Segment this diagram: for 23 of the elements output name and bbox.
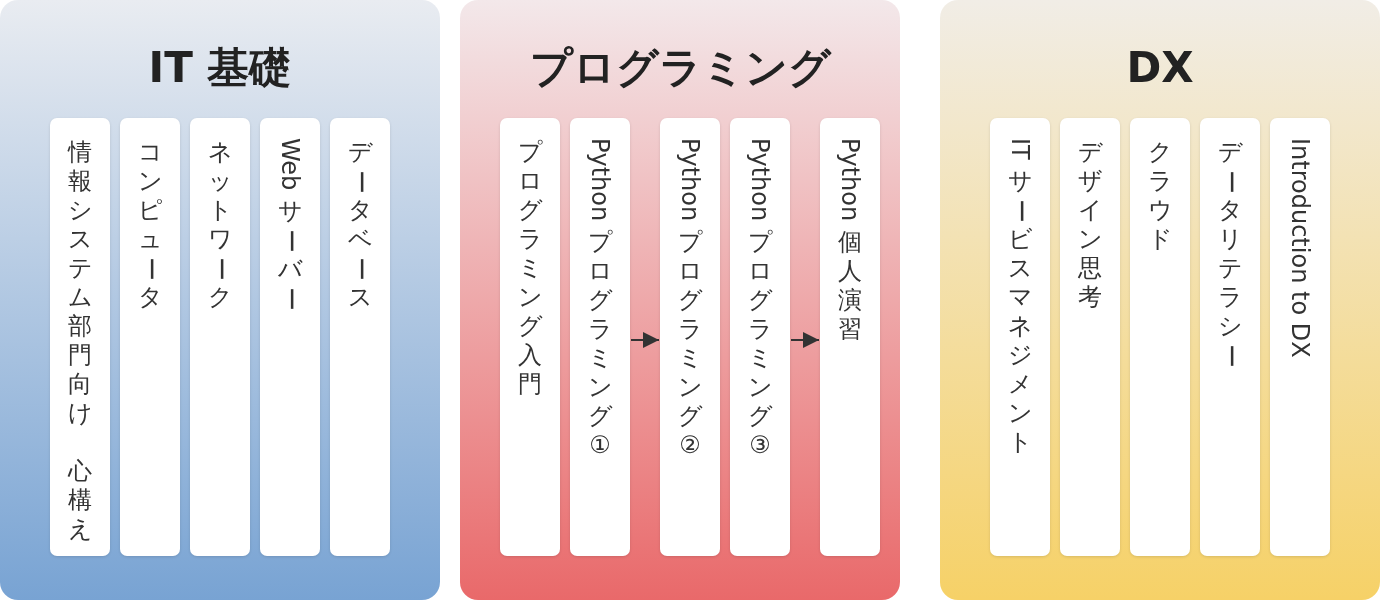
course-card: Web サーバー [260, 118, 320, 556]
course-card: 情報システム部門向け 心構え [50, 118, 110, 556]
panel-title: DX [1125, 42, 1195, 94]
course-card: Python 個人演習 [820, 118, 880, 556]
panel-title: プログラミング [528, 42, 833, 94]
arrow [790, 332, 820, 348]
panel-title: IT 基礎 [147, 42, 293, 94]
course-card: クラウド [1130, 118, 1190, 556]
course-card: コンピュータ [120, 118, 180, 556]
arrow [630, 332, 660, 348]
course-card: Python プログラミング② [660, 118, 720, 556]
course-card: データベース [330, 118, 390, 556]
course-card: データリテラシー [1200, 118, 1260, 556]
course-card: ネットワーク [190, 118, 250, 556]
course-card: Python プログラミング① [570, 118, 630, 556]
category-panel [0, 0, 440, 600]
course-card: Python プログラミング③ [730, 118, 790, 556]
course-card: ITサービスマネジメント [990, 118, 1050, 556]
course-card: Introduction to DX [1270, 118, 1330, 556]
category-panel [940, 0, 1380, 600]
course-card: プログラミング入門 [500, 118, 560, 556]
course-card: デザイン思考 [1060, 118, 1120, 556]
category-panel [460, 0, 900, 600]
